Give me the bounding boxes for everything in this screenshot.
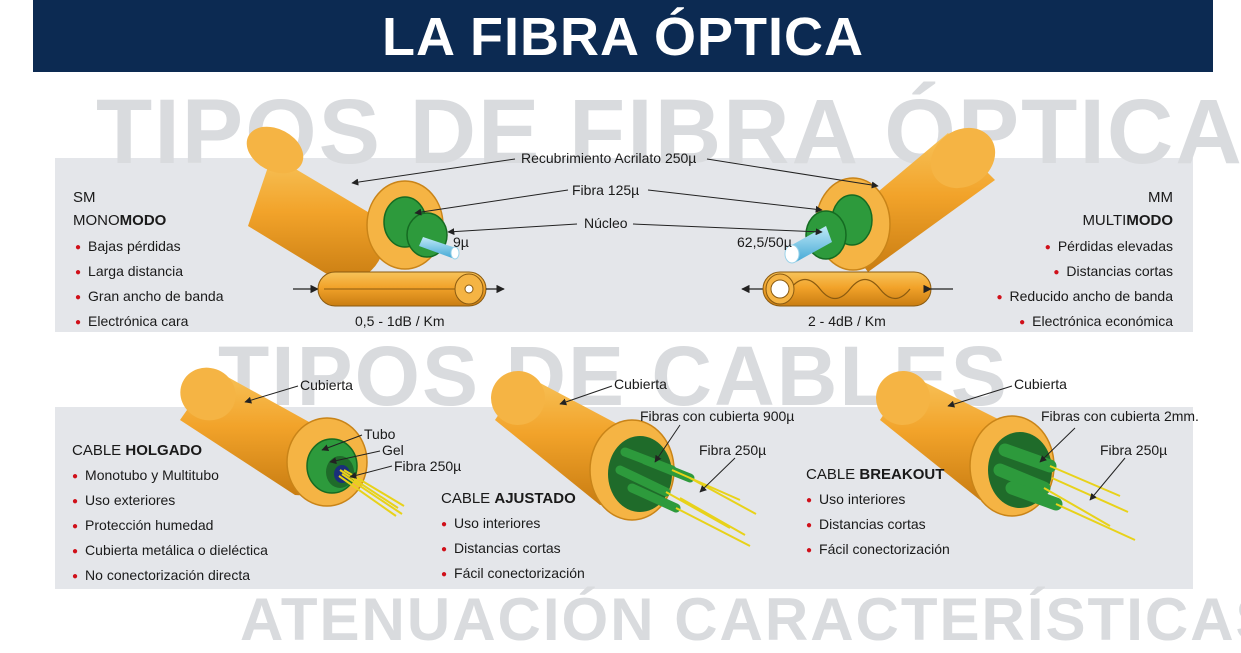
tight-fiber-label: Fibra 250µ	[699, 442, 767, 458]
sm-feature-list: Bajas pérdidas Larga distancia Gran anch…	[75, 234, 224, 334]
list-item: Electrónica económica	[996, 309, 1173, 334]
list-item: No conectorización directa	[72, 563, 268, 588]
breakout-cable-title: CABLE BREAKOUT	[806, 466, 945, 483]
watermark-cable-types: TIPOS DE CABLES	[218, 329, 1009, 423]
list-item: Pérdidas elevadas	[996, 234, 1173, 259]
list-item: Gran ancho de banda	[75, 284, 223, 309]
list-item: Uso exteriores	[72, 488, 268, 513]
breakout-cable-illustration	[876, 371, 1136, 541]
tight-fibers-label: Fibras con cubierta 900µ	[640, 408, 795, 424]
core-label: Núcleo	[584, 215, 628, 231]
tight-feature-list: Uso interiores Distancias cortas Fácil c…	[441, 511, 585, 586]
sm-propagation-diagram	[293, 271, 505, 307]
list-item: Electrónica cara	[75, 309, 224, 334]
sm-core-end	[450, 246, 460, 260]
sm-core	[419, 237, 456, 258]
mm-core-end	[784, 244, 800, 264]
mm-core-size-label: 62,5/50µ	[737, 234, 792, 250]
mm-jacket-back	[930, 127, 996, 189]
list-item: Uso interiores	[806, 487, 950, 512]
mm-propagation-diagram	[741, 271, 953, 307]
list-item: Monotubo y Multitubo	[72, 463, 268, 488]
sm-name: MONOMODO	[73, 212, 167, 229]
list-item: Distancias cortas	[441, 536, 585, 561]
tight-cover-label: Cubierta	[614, 376, 667, 392]
breakout-fiber-label: Fibra 250µ	[1100, 442, 1168, 458]
mm-name: MULTIMODO	[1082, 212, 1173, 229]
loose-cover-label: Cubierta	[300, 377, 353, 393]
mm-attenuation-label: 2 - 4dB / Km	[808, 313, 886, 329]
loose-feature-list: Monotubo y Multitubo Uso exteriores Prot…	[72, 463, 268, 588]
coating-label: Recubrimiento Acrilato 250µ	[521, 150, 697, 166]
sm-core-size-label: 9µ	[453, 234, 469, 250]
loose-gel-label: Gel	[382, 442, 404, 458]
mm-feature-list: Pérdidas elevadas Distancias cortas Redu…	[996, 234, 1173, 334]
singlemode-fiber-illustration	[246, 126, 460, 283]
fiber-diagram	[180, 126, 1136, 547]
loose-tube-cable-illustration	[180, 367, 405, 517]
loose-cable-title: CABLE HOLGADO	[72, 442, 203, 459]
list-item: Bajas pérdidas	[75, 234, 224, 259]
tight-cable-title: CABLE AJUSTADO	[441, 490, 576, 507]
list-item: Distancias cortas	[806, 512, 950, 537]
sm-attenuation-label: 0,5 - 1dB / Km	[355, 313, 445, 329]
list-item: Reducido ancho de banda	[996, 284, 1173, 309]
list-item: Fácil conectorización	[441, 561, 585, 586]
breakout-cover-label: Cubierta	[1014, 376, 1067, 392]
list-item: Distancias cortas	[996, 259, 1173, 284]
list-item: Uso interiores	[441, 511, 585, 536]
sm-jacket-back	[246, 126, 304, 174]
fiber-125-label: Fibra 125µ	[572, 182, 640, 198]
breakout-feature-list: Uso interiores Distancias cortas Fácil c…	[806, 487, 950, 562]
list-item: Protección humedad	[72, 513, 268, 538]
sm-code: SM	[73, 189, 96, 206]
list-item: Larga distancia	[75, 259, 224, 284]
sm-jacket-body	[248, 155, 385, 283]
multimode-fiber-illustration	[784, 127, 996, 272]
mm-code: MM	[1148, 189, 1173, 206]
loose-tube-label: Tubo	[364, 426, 396, 442]
list-item: Fácil conectorización	[806, 537, 950, 562]
page-title: LA FIBRA ÓPTICA	[33, 0, 1213, 72]
breakout-fibers-label: Fibras con cubierta 2mm.	[1041, 408, 1199, 424]
list-item: Cubierta metálica o dieléctica	[72, 538, 268, 563]
loose-fiber-label: Fibra 250µ	[394, 458, 462, 474]
